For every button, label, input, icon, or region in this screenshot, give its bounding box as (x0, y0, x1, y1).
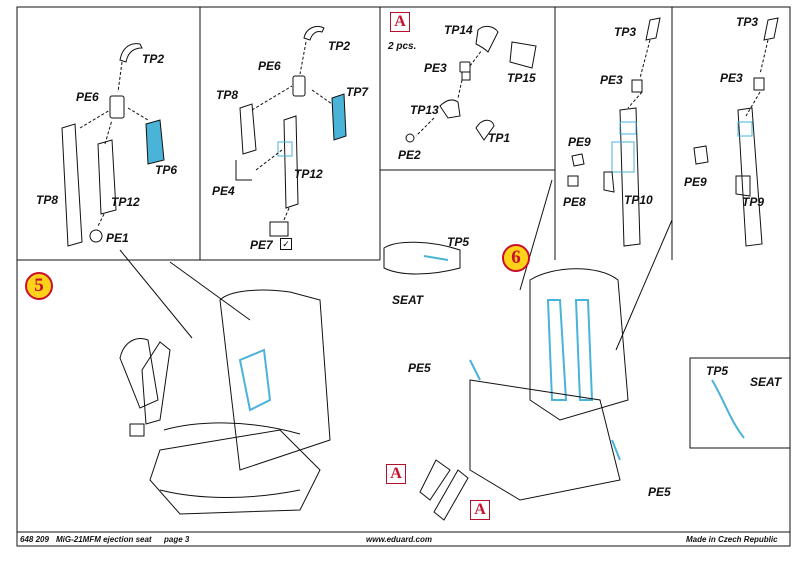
label-tp15: TP15 (507, 71, 536, 85)
label-tp2: TP2 (142, 52, 165, 66)
label-pe3: PE3 (720, 71, 743, 85)
sheet-border (16, 6, 791, 547)
step5-seat-drawing (119, 249, 331, 515)
label-pe3: PE3 (424, 61, 447, 75)
step-6-marker: 6 (502, 244, 530, 272)
label-tp8: TP8 (216, 88, 239, 102)
label-pe4: PE4 (212, 184, 235, 198)
label-tp10: TP10 (624, 193, 653, 207)
checkmark-icon: ✓ (280, 238, 292, 250)
panel-1-parts (61, 43, 165, 247)
label-seat-detail: SEAT (750, 375, 782, 389)
footer-url: www.eduard.com (366, 535, 432, 544)
label-pe6: PE6 (258, 59, 281, 73)
quantity-note: 2 pcs. (388, 41, 417, 52)
label-pe6: PE6 (76, 90, 99, 104)
panel-a-parts (405, 25, 537, 143)
label-tp9: TP9 (742, 195, 765, 209)
panel-right1-parts (567, 17, 661, 247)
label-pe8: PE8 (563, 195, 586, 209)
label-pe5: PE5 (648, 485, 671, 499)
variant-a-badge: A (386, 464, 406, 484)
panel-right2-parts (693, 17, 779, 247)
footer-code: 648 209 (20, 535, 49, 544)
label-tp5-detail: TP5 (706, 364, 729, 378)
label-pe5: PE5 (408, 361, 431, 375)
label-pe2: PE2 (398, 148, 421, 162)
label-tp13: TP13 (410, 103, 439, 117)
label-pe1: PE1 (106, 231, 129, 245)
label-pe9: PE9 (684, 175, 707, 189)
footer-origin: Made in Czech Republic (686, 535, 778, 544)
label-pe7: PE7 (250, 238, 273, 252)
panel-2-parts (235, 25, 347, 237)
label-tp3: TP3 (614, 25, 637, 39)
label-tp2: TP2 (328, 39, 351, 53)
step-5-marker: 5 (25, 272, 53, 300)
label-tp12: TP12 (294, 167, 323, 181)
label-tp14: TP14 (444, 23, 473, 37)
variant-a-badge: A (390, 12, 410, 32)
label-tp1: TP1 (488, 131, 511, 145)
label-tp12: TP12 (111, 195, 140, 209)
label-seat: SEAT (392, 293, 424, 307)
label-tp6: TP6 (155, 163, 178, 177)
label-tp5: TP5 (447, 235, 470, 249)
variant-a-badge: A (470, 500, 490, 520)
label-pe9: PE9 (568, 135, 591, 149)
footer-title: MiG-21MFM ejection seat (56, 535, 152, 544)
label-tp8: TP8 (36, 193, 59, 207)
label-pe3: PE3 (600, 73, 623, 87)
label-tp3: TP3 (736, 15, 759, 29)
label-tp7: TP7 (346, 85, 369, 99)
footer: 648 209 MiG-21MFM ejection seat page 3 w… (14, 533, 790, 546)
footer-page: page 3 (164, 535, 190, 544)
step6-seat-drawing (383, 179, 791, 521)
